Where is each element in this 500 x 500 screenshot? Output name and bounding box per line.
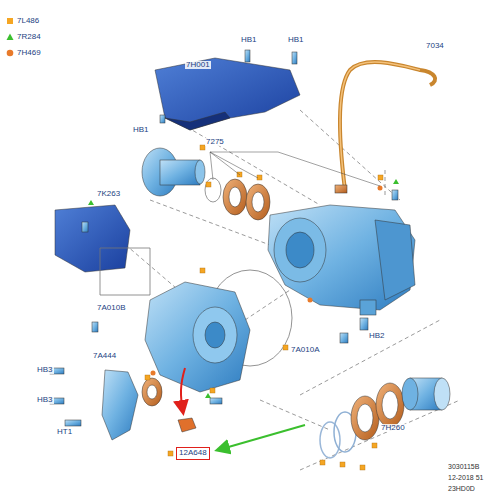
- callout-number: HB2: [368, 332, 386, 340]
- legend-entry: 7L486: [6, 16, 39, 25]
- part-number: 12A648: [179, 449, 207, 458]
- callout-number: 7H001: [185, 61, 211, 69]
- callout-number: HT1: [56, 428, 73, 436]
- callout-number: 7275: [205, 138, 225, 146]
- callout-number: 7A444: [92, 352, 117, 360]
- highlighted-part-number: 12A648: [176, 447, 210, 460]
- callout-number: 7034: [425, 42, 445, 50]
- legend-swatch: [6, 49, 14, 57]
- drawing-code: 23HD0D: [447, 485, 476, 492]
- legend-swatch: [6, 17, 14, 25]
- callout-number: HB1: [132, 126, 150, 134]
- callout-number: 7A010A: [290, 346, 320, 354]
- drawing-code: 3030115B: [447, 463, 480, 470]
- legend-text: 7H469: [17, 48, 41, 57]
- legend-text: 7L486: [17, 16, 39, 25]
- callout-number: HB1: [287, 36, 305, 44]
- callout-number: HB3: [36, 366, 54, 374]
- legend-entry: 7R284: [6, 32, 41, 41]
- legend-swatch: [6, 33, 14, 41]
- callout-number: 7A010B: [96, 304, 126, 312]
- callout-number: 7H260: [380, 424, 406, 432]
- legend-text: 7R284: [17, 32, 41, 41]
- callout-number: HB1: [240, 36, 258, 44]
- drawing-code: 12-2018 51: [447, 474, 484, 481]
- callout-number: HB3: [36, 396, 54, 404]
- legend-entry: 7H469: [6, 48, 41, 57]
- callout-number: 7K263: [96, 190, 121, 198]
